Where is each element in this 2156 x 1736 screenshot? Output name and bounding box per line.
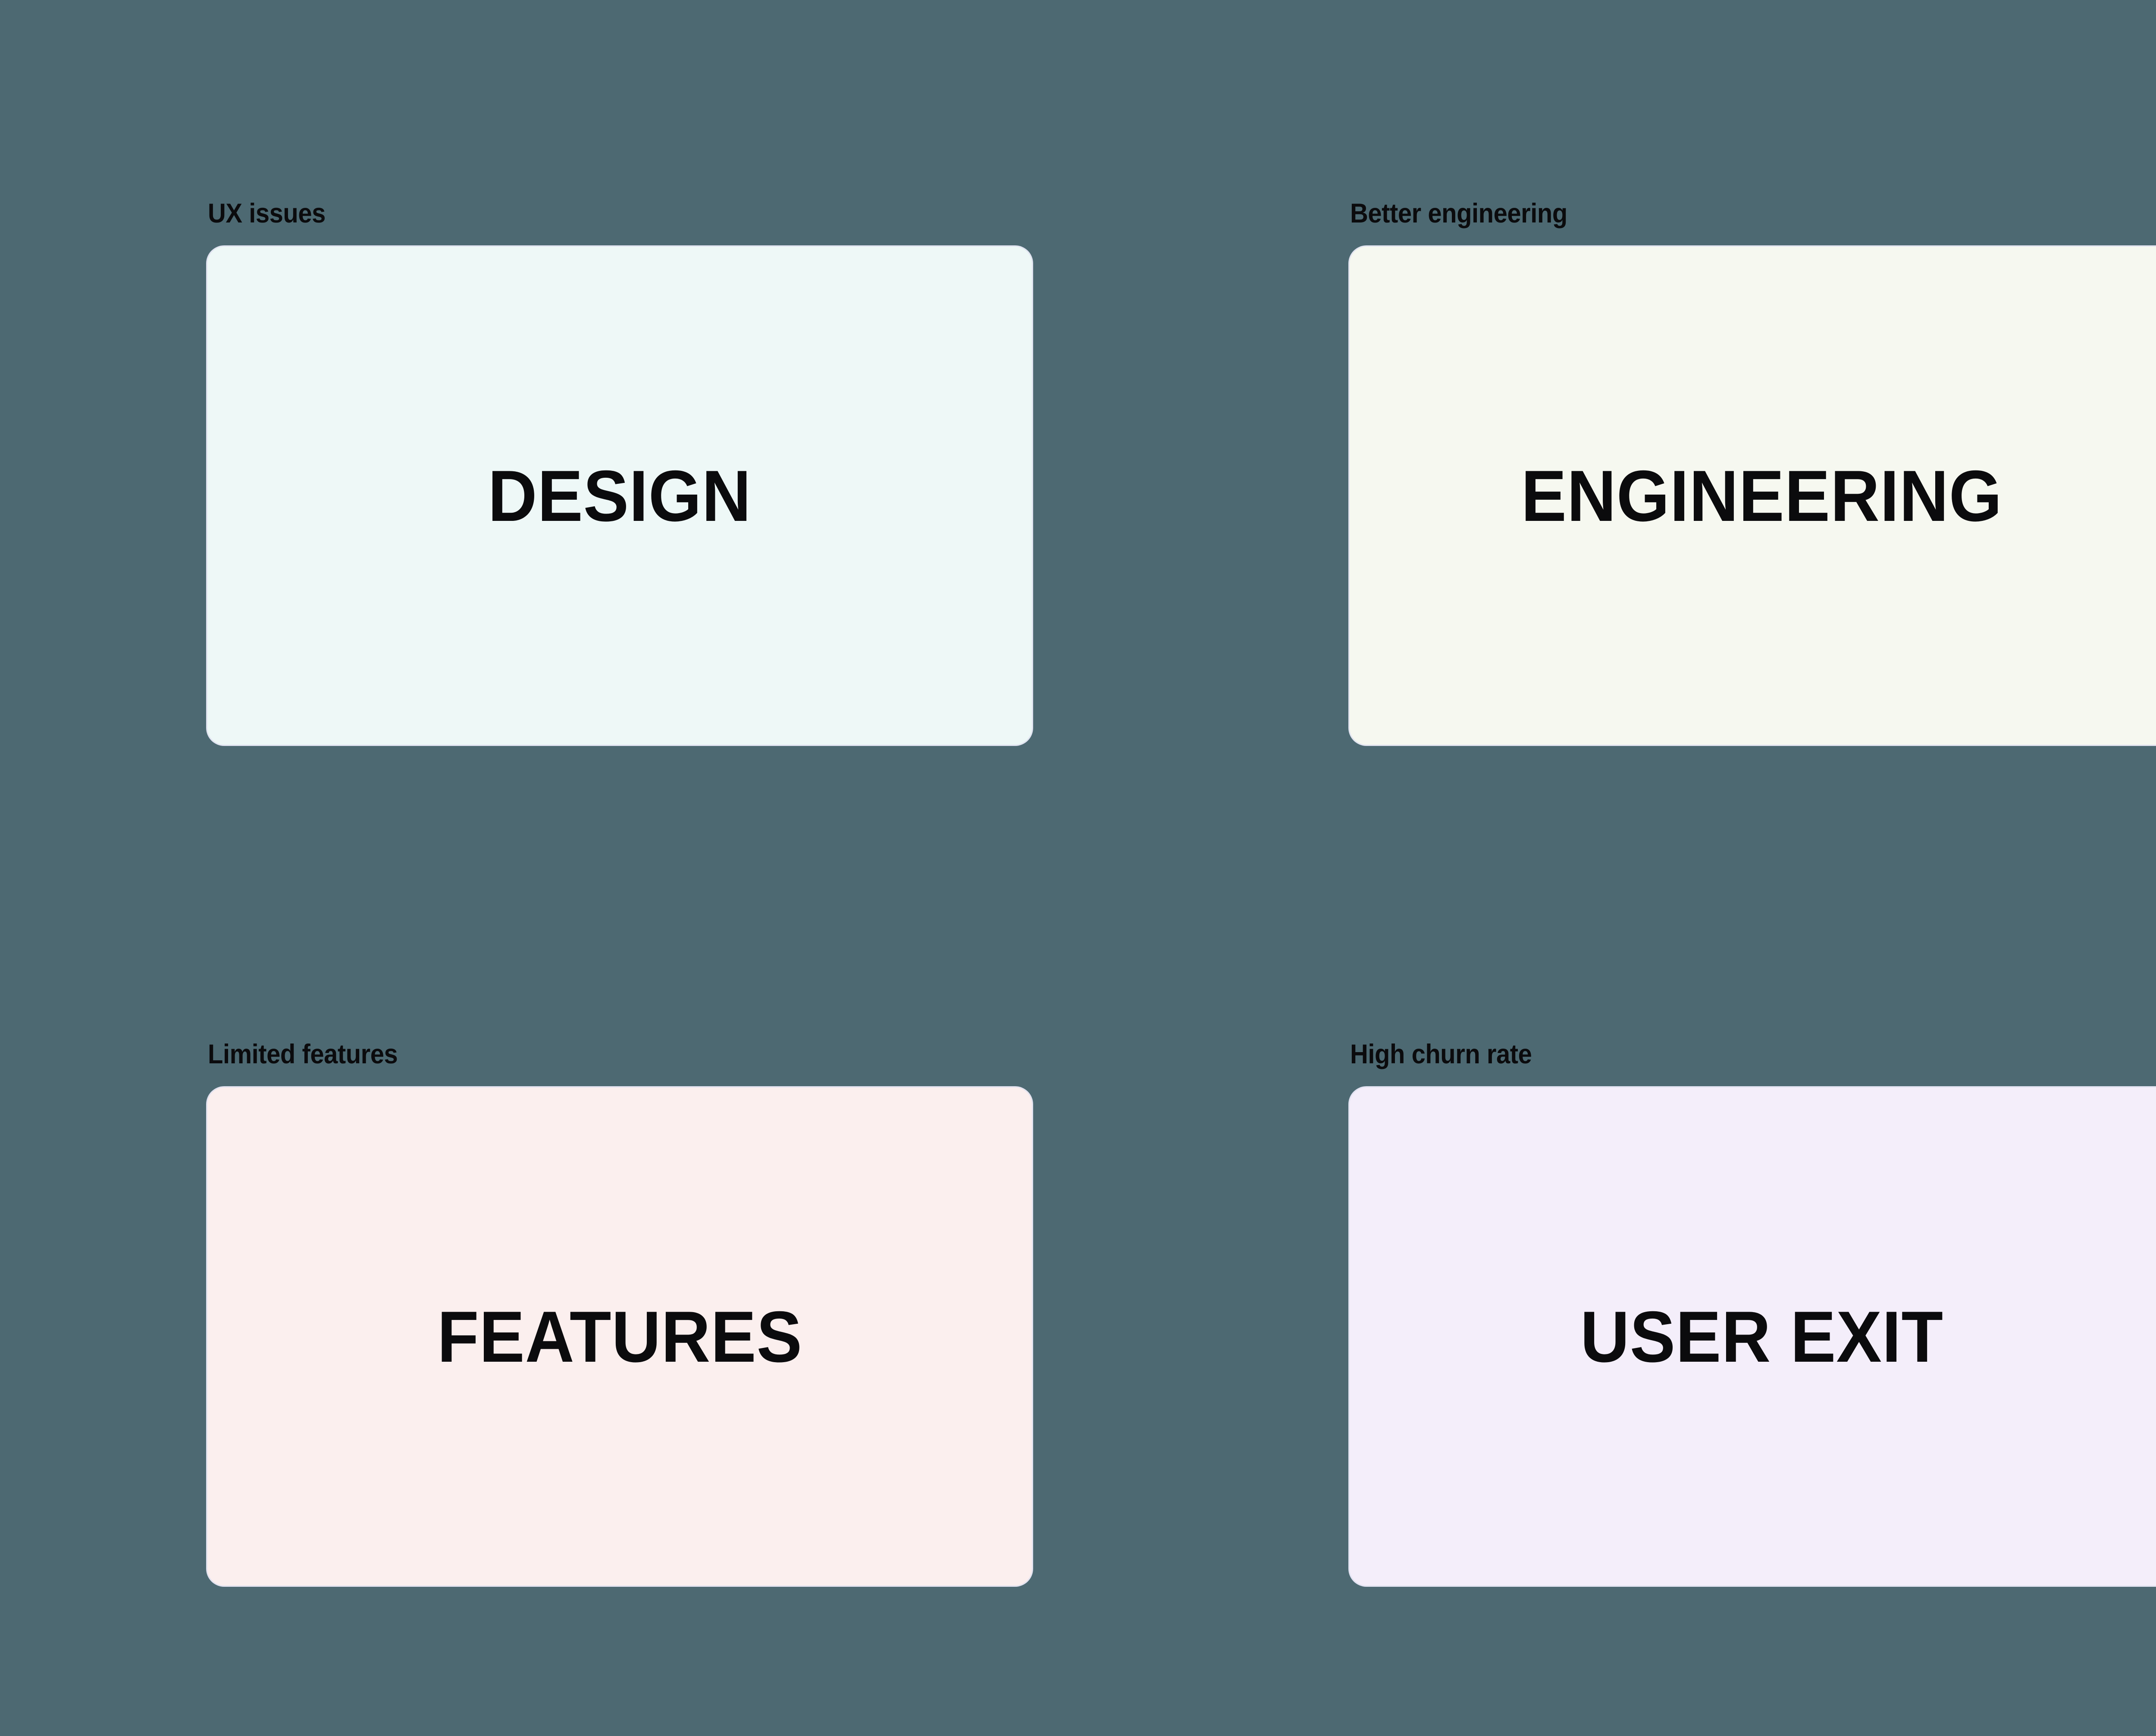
card-label-limited-features: Limited features <box>208 1039 398 1069</box>
card-label-ux-issues: UX issues <box>208 198 326 229</box>
card-cell-features: Limited features FEATURES <box>206 1041 1033 1587</box>
card-label-high-churn-rate: High churn rate <box>1350 1039 1532 1069</box>
card-label-better-engineering: Better engineering <box>1350 198 1567 229</box>
card-design[interactable]: DESIGN <box>206 245 1033 746</box>
card-title-engineering: ENGINEERING <box>1521 455 2002 536</box>
card-title-user-exit: USER EXIT <box>1580 1296 1944 1377</box>
card-cell-user-exit: High churn rate USER EXIT <box>1348 1041 2156 1587</box>
card-engineering[interactable]: ENGINEERING <box>1348 245 2156 746</box>
card-cell-design: UX issues DESIGN <box>206 200 1033 746</box>
card-features[interactable]: FEATURES <box>206 1086 1033 1587</box>
card-user-exit[interactable]: USER EXIT <box>1348 1086 2156 1587</box>
card-title-features: FEATURES <box>437 1296 802 1377</box>
card-title-design: DESIGN <box>488 455 752 536</box>
card-cell-engineering: Better engineering ENGINEERING <box>1348 200 2156 746</box>
